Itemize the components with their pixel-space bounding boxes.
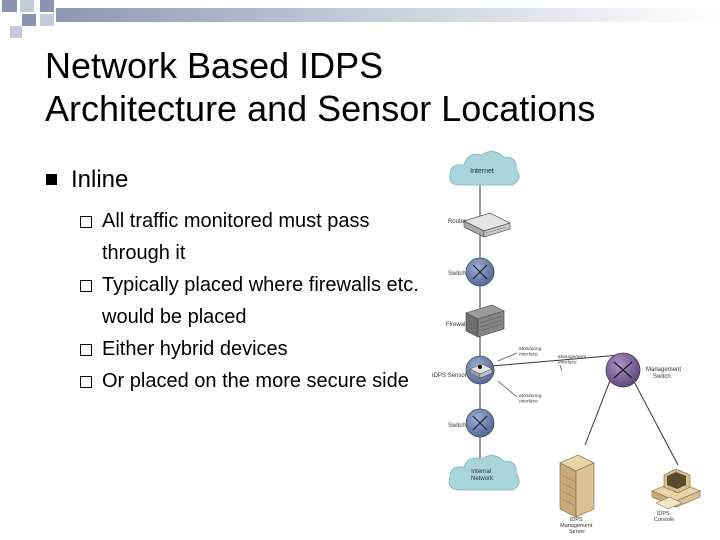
checkbox-bullet-icon [80,216,92,228]
management-switch-icon [605,352,641,388]
management-server-label: IDPS Management Server [560,517,594,535]
subbullet-item: Either hybrid devices [80,333,425,365]
bullet-text: Inline [71,166,129,193]
management-link-line [479,354,621,368]
console-label: IDPS Console [654,511,674,523]
deco-square [40,14,54,26]
router-label: Router [448,219,466,225]
bullet-square-icon [46,174,57,185]
sensor-junction-dot [478,365,482,369]
title-line-1: Network Based IDPS [45,45,384,86]
deco-square [22,14,36,26]
callout-lines [497,352,563,398]
idps-sensor-icon [465,355,495,385]
management-server-icon [559,454,595,518]
monitoring-interface-top-label: Monitoring Interface [519,346,543,358]
internal-network-label: Internal Network [471,469,494,482]
slide-title: Network Based IDPS Architecture and Sens… [45,44,705,130]
callout-line [497,380,518,398]
subbullet-text: All traffic monitored must pass through … [102,210,370,264]
title-line-2: Architecture and Sensor Locations [45,88,596,129]
checkbox-bullet-icon [80,376,92,388]
checkbox-bullet-icon [80,280,92,292]
header-decoration [2,0,720,38]
management-interface-label: Management Interface [558,354,587,366]
console-computer-icon [651,468,701,510]
callout-line [497,352,518,362]
subbullet-text: Or placed on the more secure side [102,370,409,392]
connection-lines [479,175,679,475]
deco-square [2,0,17,12]
deco-square [40,0,54,12]
deco-square [20,0,34,12]
network-diagram: Internet Router Switch Firewall IDPS Sen… [432,151,701,535]
checkbox-bullet-icon [80,344,92,356]
firewall-label: Firewall [446,322,467,328]
switch-top-label: Switch [448,271,466,277]
idps-sensor-label: IDPS Sensor [432,373,467,379]
router-icon [463,212,511,238]
subbullet-text: Either hybrid devices [102,338,288,360]
internet-cloud [449,151,520,186]
switch-top-icon [465,257,495,287]
header-band [56,8,720,22]
firewall-icon [465,304,505,338]
monitoring-interface-bottom-label: Monitoring Interface [519,393,543,405]
subbullet-item: Or placed on the more secure side [80,365,425,397]
subbullet-item: Typically placed where firewalls etc. wo… [80,269,425,333]
deco-square [10,26,22,38]
internal-network-cloud [448,455,520,491]
subbullet-item: All traffic monitored must pass through … [80,205,425,269]
switch-bottom-label: Switch [448,423,466,429]
subbullet-list: All traffic monitored must pass through … [80,205,425,397]
switch-bottom-icon [465,408,495,438]
management-switch-label: Management Switch [646,367,683,380]
callout-line [559,364,563,372]
internet-label: Internet [470,168,494,175]
subbullet-text: Typically placed where firewalls etc. wo… [102,274,419,328]
